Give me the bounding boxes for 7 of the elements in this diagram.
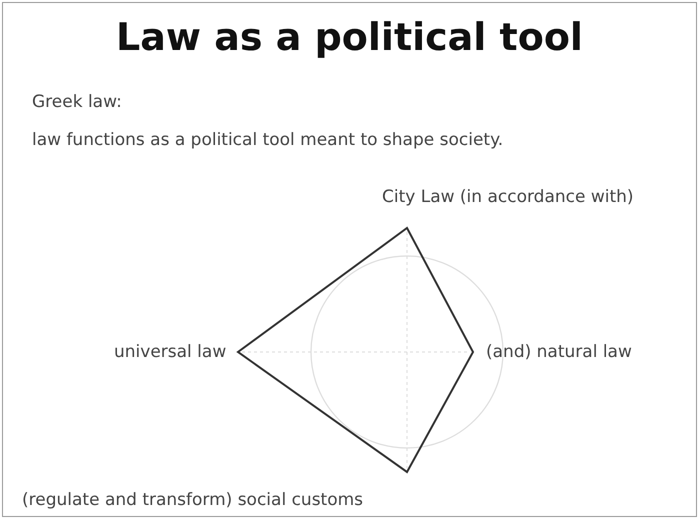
- axis-label: universal law: [114, 342, 226, 362]
- heading-text: Greek law:: [32, 92, 122, 112]
- axis-label: (regulate and transform) social customs: [22, 490, 364, 510]
- description-text: law functions as a political tool meant to shape society.: [32, 130, 504, 150]
- axis-label: City Law (in accordance with): [382, 187, 634, 207]
- slide-title: Law as a political tool: [115, 14, 584, 60]
- axis-label: (and) natural law: [486, 342, 632, 362]
